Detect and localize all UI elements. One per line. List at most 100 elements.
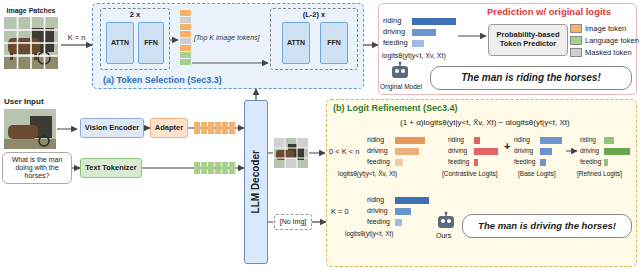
node-text: The man is riding the horses!: [461, 72, 600, 84]
token-row: [201, 122, 207, 134]
token-row: [194, 122, 235, 174]
flow-arrow: [57, 36, 577, 222]
logit-bars: [395, 197, 429, 204]
logit-bars: [395, 148, 419, 155]
token-column: [180, 59, 191, 65]
panel-fill: [92, 3, 637, 267]
legend-text: Image token: [585, 24, 626, 33]
edge-label: K = n: [67, 34, 87, 43]
decoder-block: LLM Decoder: [244, 100, 268, 264]
legend-row: Image token: [570, 24, 626, 33]
node-text: (a) Token Selection (Sec3.3): [103, 75, 222, 85]
annotation-label: Original Model: [380, 83, 422, 90]
patch-image: [4, 29, 58, 31]
patch-image: [4, 55, 58, 57]
speech-bubble: The man is riding the horses!: [430, 66, 632, 90]
annotation-label: riding: [367, 196, 384, 204]
node-text: ATTN: [111, 39, 129, 47]
logit-bars: [604, 137, 614, 144]
logit-bars: [474, 148, 498, 155]
flow-arrow: [566, 150, 577, 151]
panel-fill: [92, 3, 364, 89]
logit-bars: [540, 137, 562, 144]
arrow-connector: [255, 89, 256, 100]
node-text: (b) Logit Refinement (Sec3.4): [333, 103, 458, 113]
robot-icon: [401, 69, 405, 73]
token-row: [208, 122, 214, 134]
node-text: [No Img]: [280, 218, 306, 226]
flow-arrow: [268, 152, 273, 153]
node-text: The man is driving the horses!: [478, 221, 616, 232]
panel-fill: [378, 3, 637, 95]
flow-arrow: [268, 221, 273, 222]
masked-image: [285, 138, 286, 168]
annotation-label: feeding: [367, 218, 390, 226]
token-column: [180, 38, 191, 44]
logit-bars: [474, 137, 480, 144]
token-row: [201, 162, 207, 174]
annotation-label: 0 < K < n: [329, 148, 359, 157]
annotation-label: riding: [514, 136, 530, 143]
node-text: FFN: [144, 39, 158, 47]
logit-bars: [395, 208, 411, 215]
masked-image: [274, 138, 308, 168]
section-panel: (a) Token Selection (Sec3.3) 2 x ATTN FFN (L…: [92, 3, 364, 89]
attention-block: ATTN: [282, 22, 310, 64]
robot-icon: [445, 212, 447, 216]
question-bubble: What is the man doing with the horses?: [2, 152, 72, 184]
logit-bars: [395, 219, 402, 226]
node-text: 2 x: [130, 11, 140, 20]
arrow-connector: [364, 44, 378, 45]
token-row: [194, 122, 200, 134]
token-row: [208, 162, 214, 174]
annotation-label: logitsθ(yt|y<t, X̃v, Xt): [338, 170, 397, 177]
flow-arrow: [57, 128, 77, 129]
token-column: [180, 31, 191, 37]
user-image: [39, 136, 49, 146]
masked-image: [274, 158, 308, 159]
panel-fill: [326, 99, 637, 267]
user-image: [4, 109, 56, 149]
legend-swatch: [570, 36, 582, 45]
node-text: Image Patches: [6, 7, 55, 15]
arrow-connector: [142, 167, 244, 168]
token-column: [180, 10, 191, 16]
layer-group: (L-2) xATTNFFN: [270, 8, 358, 70]
masked-image: [274, 148, 308, 149]
token-row: [222, 162, 228, 174]
placeholder-box: [No Img]: [274, 214, 312, 230]
logit-bars: [412, 29, 436, 36]
node-text: Adapter: [155, 124, 183, 133]
masked-image: [274, 138, 308, 168]
speech-bubble: The man is driving the horses!: [462, 214, 632, 238]
patch-image: [4, 17, 58, 69]
token-column: [180, 45, 191, 51]
node-text: LLM Decoder: [250, 150, 262, 213]
patch-image: [4, 17, 58, 69]
token-column: [180, 24, 191, 30]
annotation-label: driving: [383, 28, 405, 37]
legend-text: Masked token: [585, 48, 632, 57]
patch-image: [8, 38, 40, 54]
masked-image: [297, 138, 308, 148]
robot-icon: [392, 66, 408, 78]
annotation-label: Ours: [436, 232, 451, 240]
robot-icon: [399, 62, 401, 66]
robot-icon: [447, 219, 451, 223]
token-column: [180, 10, 191, 65]
robot-icon: [399, 62, 402, 65]
legend-swatch: [570, 24, 582, 33]
token-column: [180, 17, 191, 23]
logit-bars: [395, 137, 425, 144]
annotation-label: [Refined Logits]: [577, 170, 622, 177]
logit-bars: [474, 159, 478, 166]
user-image: [4, 109, 56, 149]
token-row: [194, 162, 200, 174]
legend-row: Language token: [570, 36, 639, 45]
annotation-label: driving: [514, 147, 533, 154]
legend-text: Language token: [585, 36, 639, 45]
masked-image: [274, 138, 308, 168]
logit-bars: [604, 148, 630, 155]
annotation-label: riding: [448, 136, 464, 143]
